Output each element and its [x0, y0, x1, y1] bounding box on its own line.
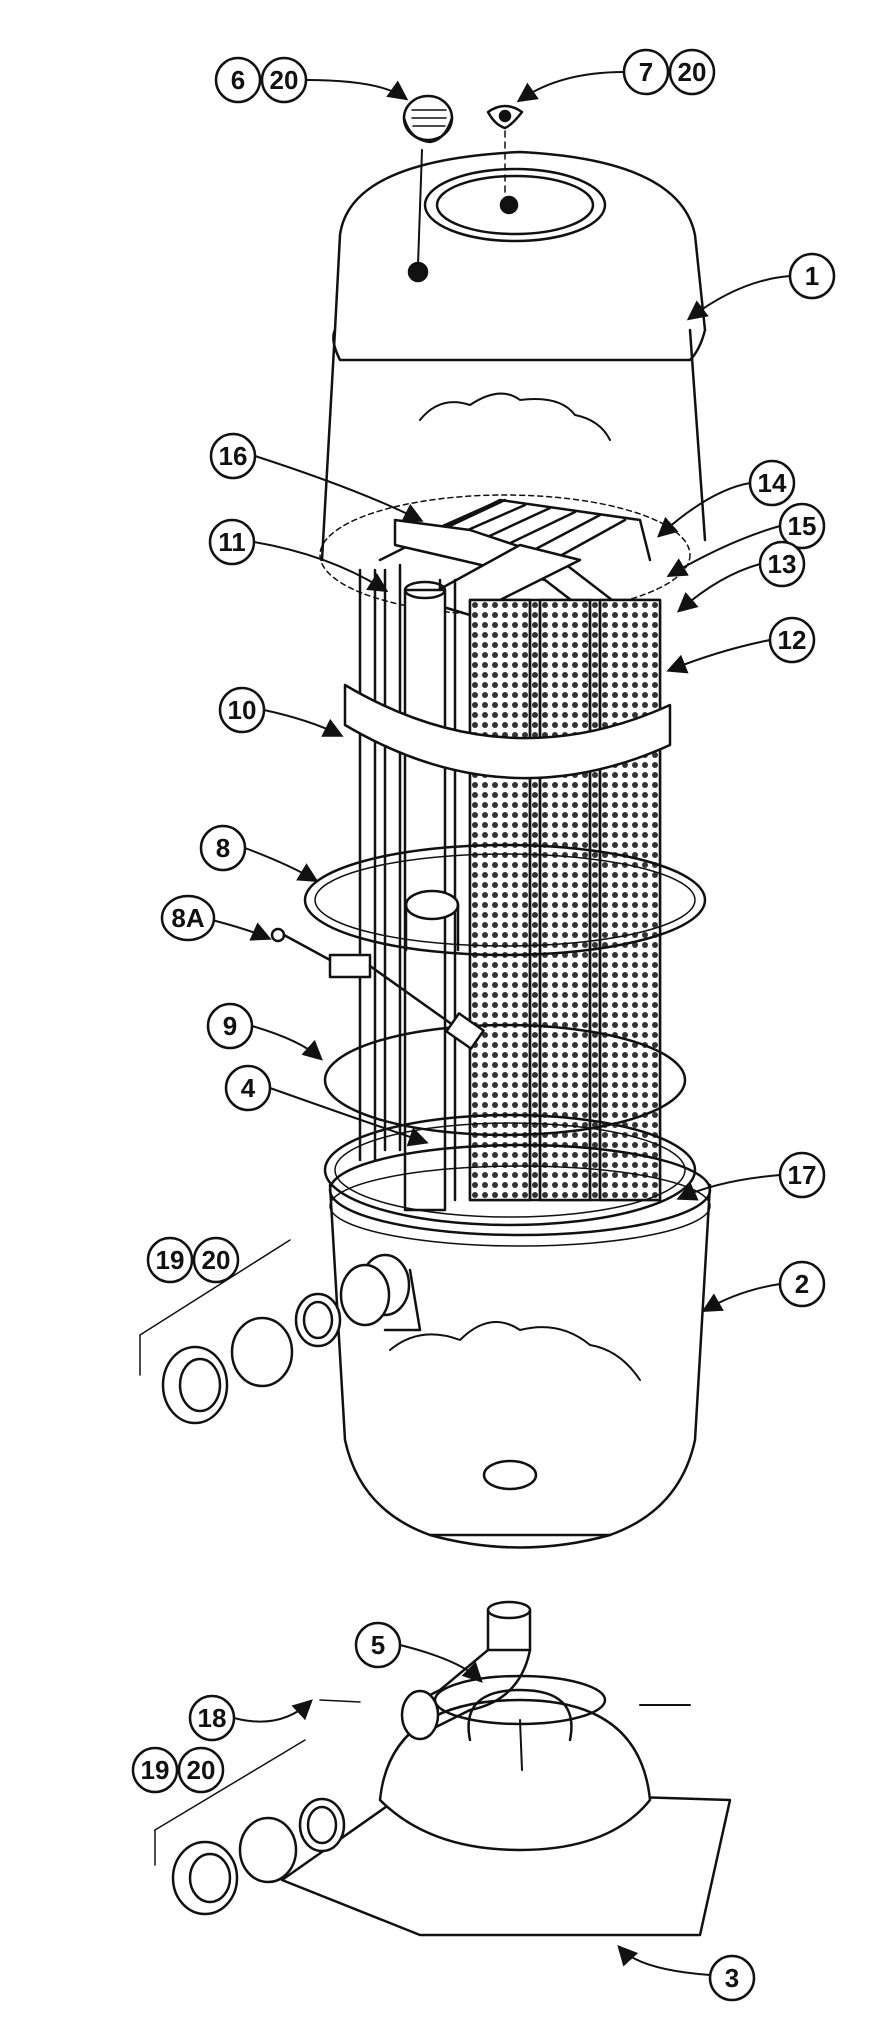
callout-13: 13 [758, 540, 806, 588]
callout-3: 3 [708, 1954, 756, 2002]
svg-text:1: 1 [805, 261, 819, 291]
callout-1: 1 [788, 252, 836, 300]
svg-text:11: 11 [218, 527, 246, 557]
leader-14 [657, 482, 751, 538]
callout-16: 16 [209, 432, 257, 480]
callout-20-d: 20 [177, 1746, 225, 1794]
leader-4 [269, 1087, 429, 1147]
lower-ring-17 [323, 1113, 697, 1227]
callout-4: 4 [224, 1064, 272, 1112]
leader-1 [686, 275, 791, 321]
callout-10: 10 [218, 686, 266, 734]
sight-cap-part [402, 94, 454, 144]
callout-11: 11 [208, 518, 256, 566]
callout-19-a: 19 [146, 1236, 194, 1284]
svg-text:6: 6 [231, 65, 245, 95]
callout-8a: 8A [160, 894, 216, 942]
leader-7 [516, 71, 625, 103]
svg-text:17: 17 [788, 1160, 817, 1190]
retainer-band-10 [343, 683, 672, 780]
clamp-ring-8 [303, 843, 707, 957]
svg-text:20: 20 [270, 65, 299, 95]
leader-8 [244, 847, 319, 883]
svg-text:20: 20 [187, 1755, 216, 1785]
leader-18 [233, 1699, 313, 1723]
callout-14: 14 [748, 459, 796, 507]
svg-text:8: 8 [216, 833, 230, 863]
callout-20-a: 20 [260, 56, 308, 104]
callout-7: 7 [622, 48, 670, 96]
filter-base [280, 1674, 732, 1937]
leader-12 [666, 639, 771, 674]
leader-5 [399, 1644, 483, 1683]
callouts: 6 20 7 20 1 16 14 15 [131, 48, 836, 2002]
leader-9 [251, 1025, 323, 1061]
leader-3 [617, 1945, 711, 1976]
svg-text:9: 9 [223, 1011, 237, 1041]
lid-seal-ring [319, 494, 691, 616]
clamp-bolt [270, 927, 485, 1050]
leader-15 [666, 525, 781, 578]
callout-5: 5 [354, 1621, 402, 1669]
tank-lid [320, 150, 707, 562]
callout-19-b: 19 [131, 1746, 179, 1794]
svg-text:15: 15 [788, 511, 817, 541]
svg-text:20: 20 [202, 1245, 231, 1275]
callout-2: 2 [778, 1260, 826, 1308]
svg-text:20: 20 [678, 57, 707, 87]
svg-text:18: 18 [198, 1703, 227, 1733]
air-relief-valve-part [486, 104, 524, 130]
leader-17 [676, 1174, 781, 1201]
svg-text:2: 2 [795, 1269, 809, 1299]
tank-body [328, 1143, 712, 1549]
svg-text:12: 12 [778, 625, 807, 655]
svg-text:19: 19 [156, 1245, 185, 1275]
callout-9: 9 [206, 1002, 254, 1050]
svg-text:13: 13 [768, 549, 797, 579]
svg-text:10: 10 [228, 695, 257, 725]
svg-text:7: 7 [639, 57, 653, 87]
base-screw-center [519, 1719, 523, 1771]
callout-20-c: 20 [192, 1236, 240, 1284]
callout-20-b: 20 [668, 48, 716, 96]
svg-text:19: 19 [141, 1755, 170, 1785]
leader-6 [305, 79, 409, 101]
leader-16 [254, 455, 424, 522]
svg-text:5: 5 [371, 1630, 385, 1660]
svg-text:14: 14 [758, 468, 787, 498]
cap-guide-line [417, 149, 423, 266]
callout-6: 6 [214, 56, 262, 104]
svg-text:3: 3 [725, 1963, 739, 1993]
leader-8a [211, 919, 272, 941]
filter-element [358, 498, 662, 1212]
callout-8: 8 [199, 824, 247, 872]
leader-10 [263, 709, 344, 737]
svg-text:4: 4 [241, 1073, 256, 1103]
svg-text:8A: 8A [171, 903, 204, 933]
callout-15: 15 [778, 502, 826, 550]
elbow-fitting [400, 1600, 532, 1741]
pin-18 [319, 1699, 361, 1703]
union-lower [154, 1739, 346, 1916]
callout-17: 17 [778, 1151, 826, 1199]
leader-11 [253, 541, 389, 593]
svg-text:16: 16 [219, 441, 248, 471]
callout-12: 12 [768, 616, 816, 664]
tank-outlet-fitting [339, 1253, 422, 1332]
lid-hole-center [499, 195, 519, 215]
leader-2 [701, 1283, 781, 1312]
callout-18: 18 [188, 1694, 236, 1742]
o-ring-9 [323, 1023, 687, 1137]
union-upper [139, 1239, 342, 1425]
leader-13 [676, 563, 761, 613]
